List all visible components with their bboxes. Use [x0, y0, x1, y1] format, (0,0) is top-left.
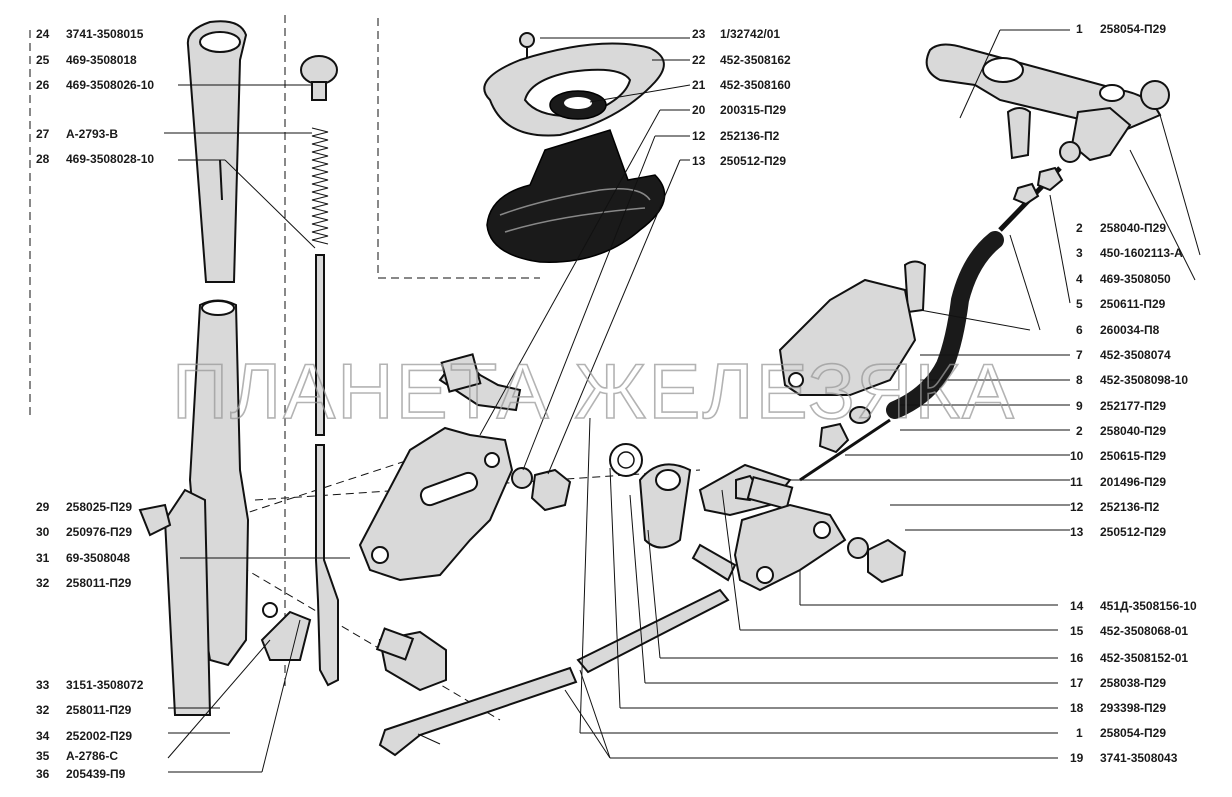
callout-code: 260034-П8 [1100, 323, 1160, 337]
callout-code: 252136-П2 [720, 129, 780, 143]
callout-code: 258040-П29 [1100, 221, 1166, 235]
callout-code: 250615-П29 [1100, 449, 1166, 463]
boot-cover-assembly [483, 32, 666, 263]
callout-number: 2 [1076, 221, 1083, 235]
callout-code: 3151-3508072 [66, 678, 144, 692]
callout-number: 13 [1070, 525, 1084, 539]
callout-number: 24 [36, 27, 50, 41]
callout-code: 252002-П29 [66, 729, 132, 743]
callout-number: 17 [1070, 676, 1084, 690]
callout-number: 11 [1070, 475, 1083, 489]
callout-number: 13 [692, 154, 706, 168]
callout-number: 35 [36, 749, 50, 763]
callout-number: 19 [1070, 751, 1084, 765]
callout-code: 69-3508048 [66, 551, 130, 565]
callout-number: 26 [36, 78, 50, 92]
callout-number: 6 [1076, 323, 1083, 337]
callout-number: 10 [1070, 449, 1084, 463]
callout-code: 258011-П29 [66, 576, 132, 590]
callout-code: 200315-П29 [720, 103, 786, 117]
left-callouts: 24 3741-3508015 25 469-3508018 26 469-35… [36, 27, 154, 781]
callout-code: 293398-П29 [1100, 701, 1166, 715]
callout-number: 15 [1070, 624, 1084, 638]
callout-number: 14 [1070, 599, 1084, 613]
callout-code: 469-3508026-10 [66, 78, 154, 92]
callout-code: 258011-П29 [66, 703, 132, 717]
callout-code: 1/32742/01 [720, 27, 780, 41]
callout-number: 34 [36, 729, 50, 743]
callout-number: 32 [36, 703, 50, 717]
callout-code: 258038-П29 [1100, 676, 1166, 690]
callout-code: 250611-П29 [1100, 297, 1166, 311]
callout-number: 23 [692, 27, 706, 41]
callout-number: 21 [692, 78, 706, 92]
callout-number: 33 [36, 678, 50, 692]
callout-code: 250512-П29 [720, 154, 786, 168]
callout-number: 18 [1070, 701, 1084, 715]
callout-code: 452-3508068-01 [1100, 624, 1188, 638]
callout-code: 469-3508018 [66, 53, 137, 67]
callout-number: 5 [1076, 297, 1083, 311]
callout-code: 252177-П29 [1100, 399, 1166, 413]
right-callouts: 1 258054-П29 2 258040-П29 3 450-1602113-… [1070, 22, 1197, 765]
callout-code: 258054-П29 [1100, 726, 1166, 740]
callout-code: А-2793-В [66, 127, 118, 141]
sector-and-fasteners [358, 353, 643, 582]
callout-number: 12 [692, 129, 706, 143]
hand-lever-assembly [138, 20, 447, 716]
watermark-text: ПЛАНЕТА ЖЕЛЕЗЯКА [172, 347, 1016, 435]
callout-number: 36 [36, 767, 50, 781]
callout-code: 201496-П29 [1100, 475, 1166, 489]
leader-lines [164, 29, 1201, 773]
callout-code: 3741-3508043 [1100, 751, 1178, 765]
callout-number: 3 [1076, 246, 1083, 260]
callout-code: 250976-П29 [66, 525, 132, 539]
callout-number: 29 [36, 500, 50, 514]
callout-code: 452-3508162 [720, 53, 791, 67]
callout-code: 205439-П9 [66, 767, 126, 781]
callout-code: 258040-П29 [1100, 424, 1166, 438]
callout-number: 32 [36, 576, 50, 590]
callout-code: 469-3508050 [1100, 272, 1171, 286]
callout-code: А-2786-С [66, 749, 118, 763]
middle-callouts: 23 1/32742/01 22 452-3508162 21 452-3508… [692, 27, 791, 168]
callout-code: 452-3508152-01 [1100, 651, 1188, 665]
callout-code: 452-3508098-10 [1100, 373, 1188, 387]
callout-number: 9 [1076, 399, 1083, 413]
callout-code: 258054-П29 [1100, 22, 1166, 36]
callout-number: 22 [692, 53, 706, 67]
callout-number: 4 [1076, 272, 1083, 286]
callout-number: 20 [692, 103, 706, 117]
callout-number: 12 [1070, 500, 1084, 514]
callout-code: 451Д-3508156-10 [1100, 599, 1197, 613]
callout-number: 30 [36, 525, 50, 539]
callout-number: 1 [1076, 22, 1083, 36]
callout-number: 25 [36, 53, 50, 67]
callout-number: 31 [36, 551, 50, 565]
callout-code: 469-3508028-10 [66, 152, 154, 166]
callout-code: 452-3508160 [720, 78, 791, 92]
callout-code: 452-3508074 [1100, 348, 1171, 362]
callout-number: 8 [1076, 373, 1083, 387]
callout-number: 28 [36, 152, 50, 166]
cable-and-linkage [378, 43, 1170, 757]
callout-number: 2 [1076, 424, 1083, 438]
callout-code: 3741-3508015 [66, 27, 144, 41]
callout-code: 450-1602113-А [1100, 246, 1183, 260]
callout-number: 16 [1070, 651, 1084, 665]
callout-number: 27 [36, 127, 50, 141]
callout-number: 7 [1076, 348, 1083, 362]
callout-code: 258025-П29 [66, 500, 132, 514]
callout-code: 250512-П29 [1100, 525, 1166, 539]
callout-number: 1 [1076, 726, 1083, 740]
callout-code: 252136-П2 [1100, 500, 1160, 514]
